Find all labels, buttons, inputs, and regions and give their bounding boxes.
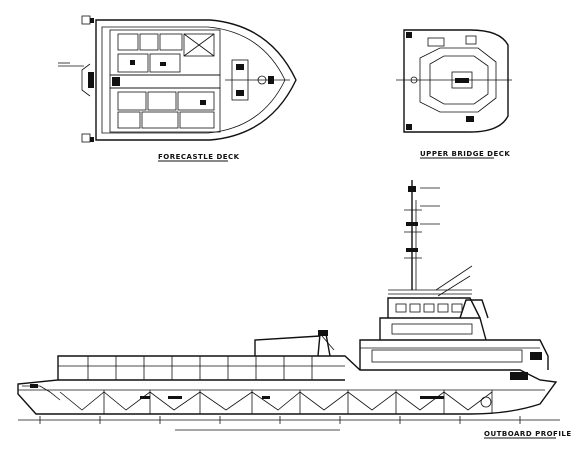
bulkheads — [103, 390, 493, 414]
forecastle-deck-title: FORECASTLE DECK — [158, 153, 240, 161]
outboard-profile-title: OUTBOARD PROFILE — [484, 430, 572, 438]
upper-bridge-deck-title: UPPER BRIDGE DECK — [420, 150, 510, 158]
upper-bridge-deck-plan: UPPER BRIDGE DECK — [396, 29, 512, 159]
forecastle-deck-plan: FORECASTLE DECK — [58, 15, 297, 162]
bulwark-stanchions — [87, 356, 313, 380]
frame-ticks — [39, 416, 521, 424]
outboard-profile: OUTBOARD PROFILE — [17, 180, 572, 439]
wheelhouse-windows — [395, 303, 463, 313]
